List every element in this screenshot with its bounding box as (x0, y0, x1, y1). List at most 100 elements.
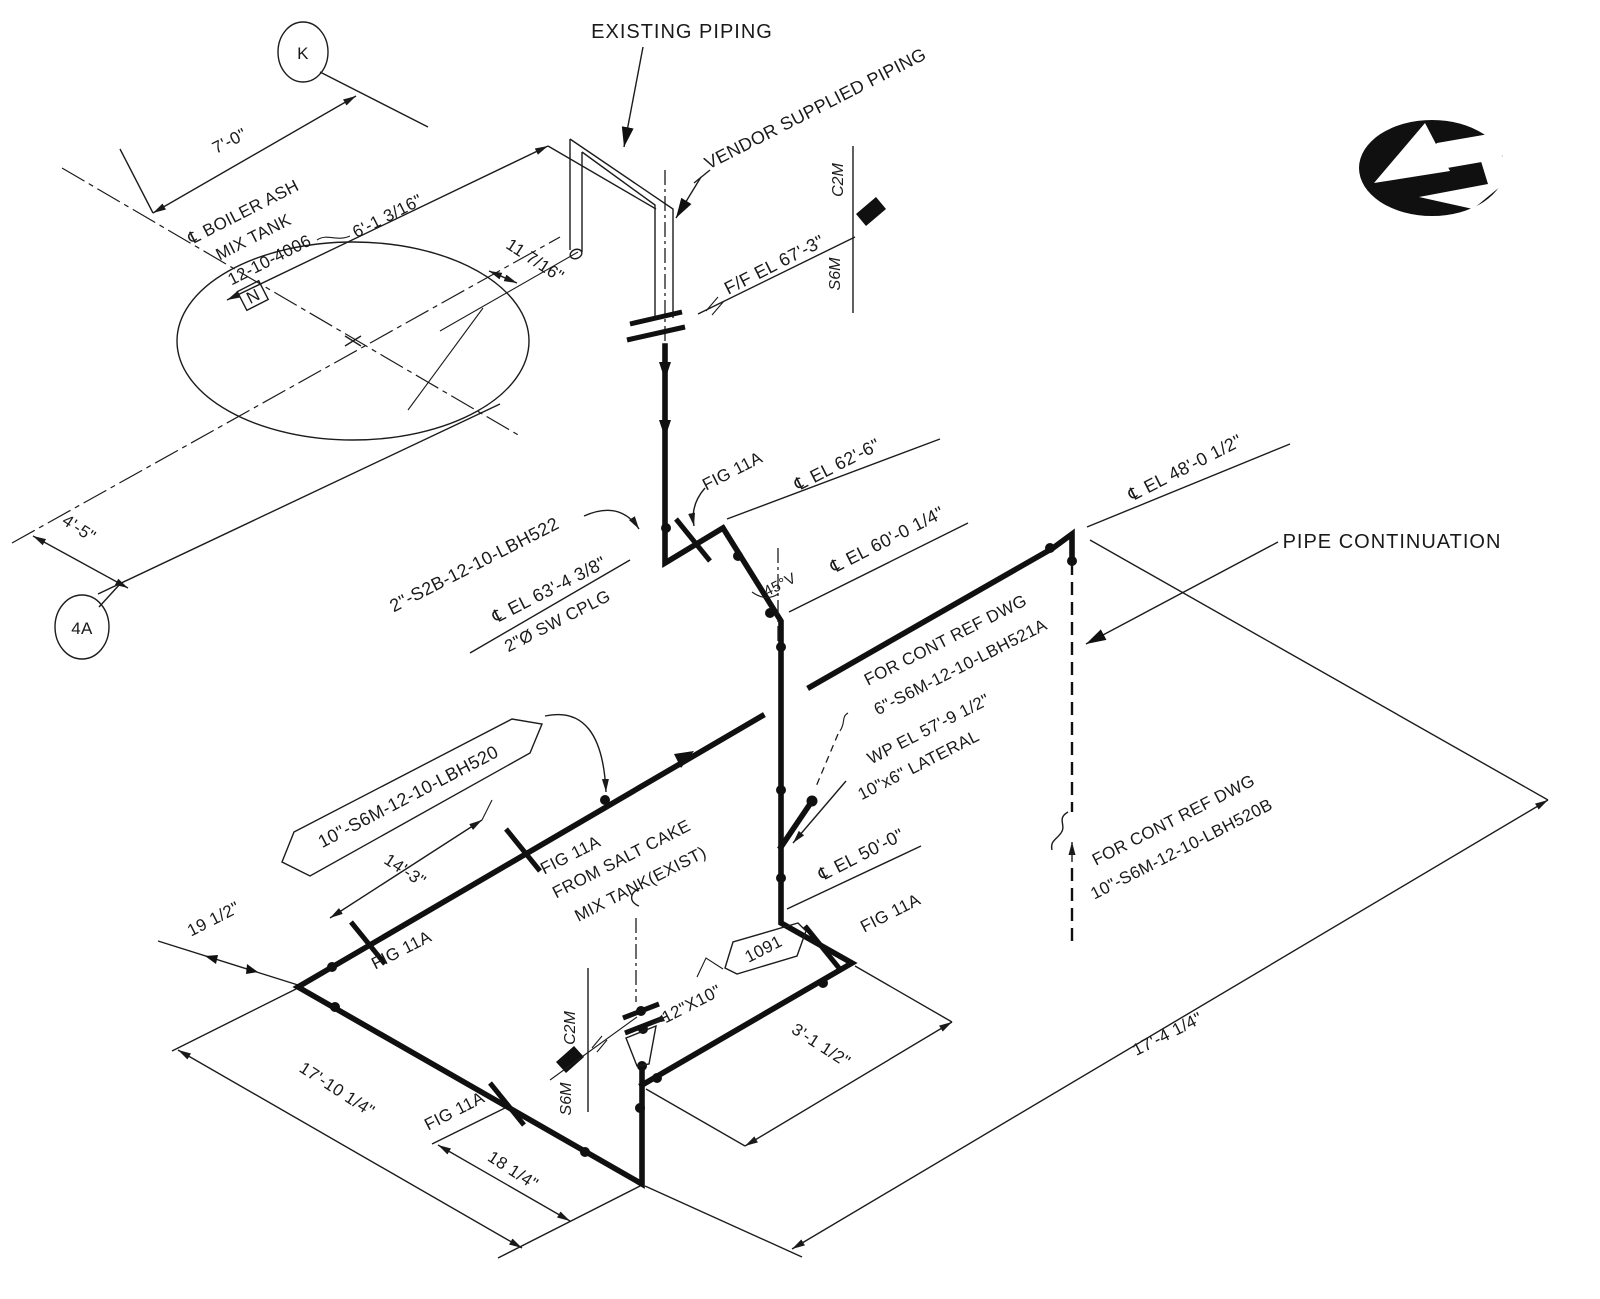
cont-ref-dashed-leader (814, 733, 839, 790)
flange-bottom-a (622, 1001, 660, 1021)
existing-piping-gooseneck (569, 138, 686, 348)
branch-pipe-6in (806, 528, 1075, 691)
fig11a-label-e: FIG 11A (421, 1088, 488, 1134)
dim-17-4-text: 17'-4 1/4" (1129, 1008, 1205, 1059)
gridline-4a (97, 403, 501, 595)
wp-el-leader (792, 780, 847, 844)
logo-band-upper (1407, 127, 1529, 175)
weld-dots (327, 523, 1077, 1157)
existing-piping-leader (621, 46, 644, 148)
class-s6m-bottom: S6M (558, 1082, 575, 1116)
dim-7-0-text: 7'-0" (209, 124, 250, 157)
vendor-piping-label: VENDOR SUPPLIED PIPING (701, 44, 929, 173)
valve-45-label: 45°V (761, 570, 799, 601)
dim-11-7-16-text: 11 7/16" (503, 235, 568, 286)
pipe-break-squiggle (1050, 811, 1069, 851)
equipment-label-leader (316, 235, 351, 241)
salt-cake-break-squiggle (630, 887, 641, 907)
dimension-lines (32, 71, 1549, 1259)
pipe-end-cap (569, 248, 583, 260)
dim-19-1-2-text: 19 1/2" (184, 898, 243, 940)
flow-arrow-down-2 (659, 420, 671, 438)
class-c2m-bottom: C2M (562, 1010, 579, 1044)
item-1091-leader (696, 957, 724, 978)
angle-arc-45 (751, 591, 779, 599)
construction-lines (11, 167, 561, 595)
flange-top-b (626, 324, 686, 343)
tank-centerline-sw-ne (11, 236, 561, 544)
main-pipe-run-upper (638, 343, 858, 1089)
dim-17-10-text: 17'-10 1/4" (296, 1058, 378, 1121)
el60-underline (788, 522, 969, 613)
north-letter: N (243, 285, 263, 308)
salt-cake-connection (622, 887, 662, 1067)
grid-bubble-k: K (277, 21, 329, 83)
main-pipe-run-lower (292, 712, 766, 1189)
dim-19-1-2 (157, 940, 299, 986)
el63-underline (469, 559, 631, 654)
reducer-leader (651, 1014, 668, 1025)
dim-18-1-4 (437, 1144, 571, 1222)
el62-underline (726, 438, 941, 520)
dim-14-3 (329, 819, 483, 919)
cont-ref-squiggle (839, 712, 849, 732)
lateral-stub (777, 797, 816, 851)
text-labels: EXISTING PIPING VENDOR SUPPLIED PIPING P… (59, 21, 1502, 1194)
el48-underline (1086, 443, 1291, 528)
dim-3-1 (744, 1021, 953, 1147)
banner-line-number: 10"-S6M-12-10-LBH520 (315, 742, 502, 852)
gridline-k-leader (319, 71, 429, 128)
flange-top-a (629, 309, 683, 327)
flow-arrow-down-1 (659, 362, 671, 380)
company-logo (1359, 120, 1541, 216)
north-indicator: N (236, 279, 270, 312)
dim-6-1 (226, 145, 549, 301)
logo-arrow-right (1419, 153, 1541, 209)
vendor-piping-leader (675, 176, 702, 219)
el50-label: ℄ EL 50'-0" (814, 825, 907, 886)
class-c2m-top: C2M (830, 162, 847, 196)
banner-leader (544, 713, 609, 793)
new-piping (292, 343, 1076, 1189)
el50-underline (786, 845, 922, 910)
fig11a-label-d: FIG 11A (368, 927, 435, 973)
reducer-label: 12"X10" (659, 981, 725, 1027)
class-change-marker-top (852, 146, 886, 313)
fig11a-label-a: FIG 11A (699, 448, 766, 494)
class-change-marker-bottom (549, 968, 638, 1112)
existing-piping-label: EXISTING PIPING (591, 21, 773, 43)
dim-14-3-text: 14'-3" (381, 850, 430, 891)
hexagon-outline (724, 922, 807, 975)
dim-4-5-text: 4'-5" (59, 511, 99, 546)
tank-centerline-nw-se (61, 167, 521, 437)
dim-11-7-16 (488, 270, 518, 284)
el48-label: ℄ EL 48'-0 1/2" (1124, 430, 1245, 505)
grid-bubble-k-label: K (297, 44, 309, 63)
class-flag-bottom (556, 1046, 584, 1073)
dim-17-4 (791, 799, 1549, 1250)
lbh522-leader (583, 509, 640, 530)
dim-18-1-4-text: 18 1/4" (484, 1147, 541, 1193)
fig11a-leader (688, 487, 706, 527)
tank-center-mark (344, 335, 362, 347)
grid-bubble-4a: 4A (54, 594, 110, 660)
banner-outline (281, 718, 543, 877)
dim-3-1-text: 3'-1 1/2" (788, 1019, 854, 1071)
dim-17-10 (177, 1049, 523, 1249)
dim-6-1-text: 6'-1 3/16" (349, 190, 425, 241)
pipe-continuation-label: PIPE CONTINUATION (1283, 531, 1502, 553)
pipe-continuation-leader (1085, 541, 1279, 645)
leader-lines (316, 46, 1291, 1025)
line-number-banner: 10"-S6M-12-10-LBH520 (281, 718, 543, 877)
fig-11a-ticks (349, 517, 841, 1127)
grid-bubble-4a-label: 4A (71, 619, 93, 638)
fig11a-label-b: FIG 11A (857, 890, 924, 936)
el60-label: ℄ EL 60'-0 1/4" (826, 502, 947, 577)
class-flag-top (856, 197, 886, 226)
dim-4-5 (32, 535, 129, 589)
flow-arrow-ne (674, 751, 694, 768)
reducer-12x10 (625, 1024, 657, 1067)
ff-elevation-label: F/F EL 67'-3" (721, 231, 828, 298)
